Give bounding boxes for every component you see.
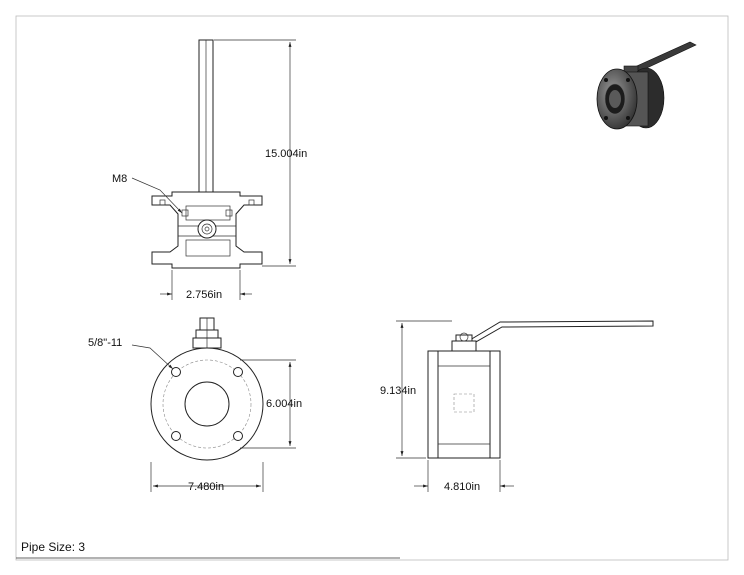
front-bolt-circle-dim: 6.004in [266, 398, 302, 410]
top-width-dim: 2.756in [186, 289, 222, 301]
top-callout-label: M8 [112, 173, 127, 185]
front-callout-label: 5/8"-11 [88, 337, 122, 349]
sheet-border [15, 15, 729, 561]
front-width-dim: 7.480in [188, 481, 224, 493]
front-view: 5/8"-11 6.004in 7.480in [88, 317, 302, 493]
top-view: M8 15.004in 2.756in [112, 39, 307, 301]
side-view: 9.134in 4.810in [380, 320, 654, 493]
ball-valve-3d-icon [596, 41, 697, 130]
pipe-size-label: Pipe Size: 3 [21, 540, 85, 554]
top-height-dim: 15.004in [265, 148, 307, 160]
side-height-dim: 9.134in [380, 385, 416, 397]
side-width-dim: 4.810in [444, 481, 480, 493]
